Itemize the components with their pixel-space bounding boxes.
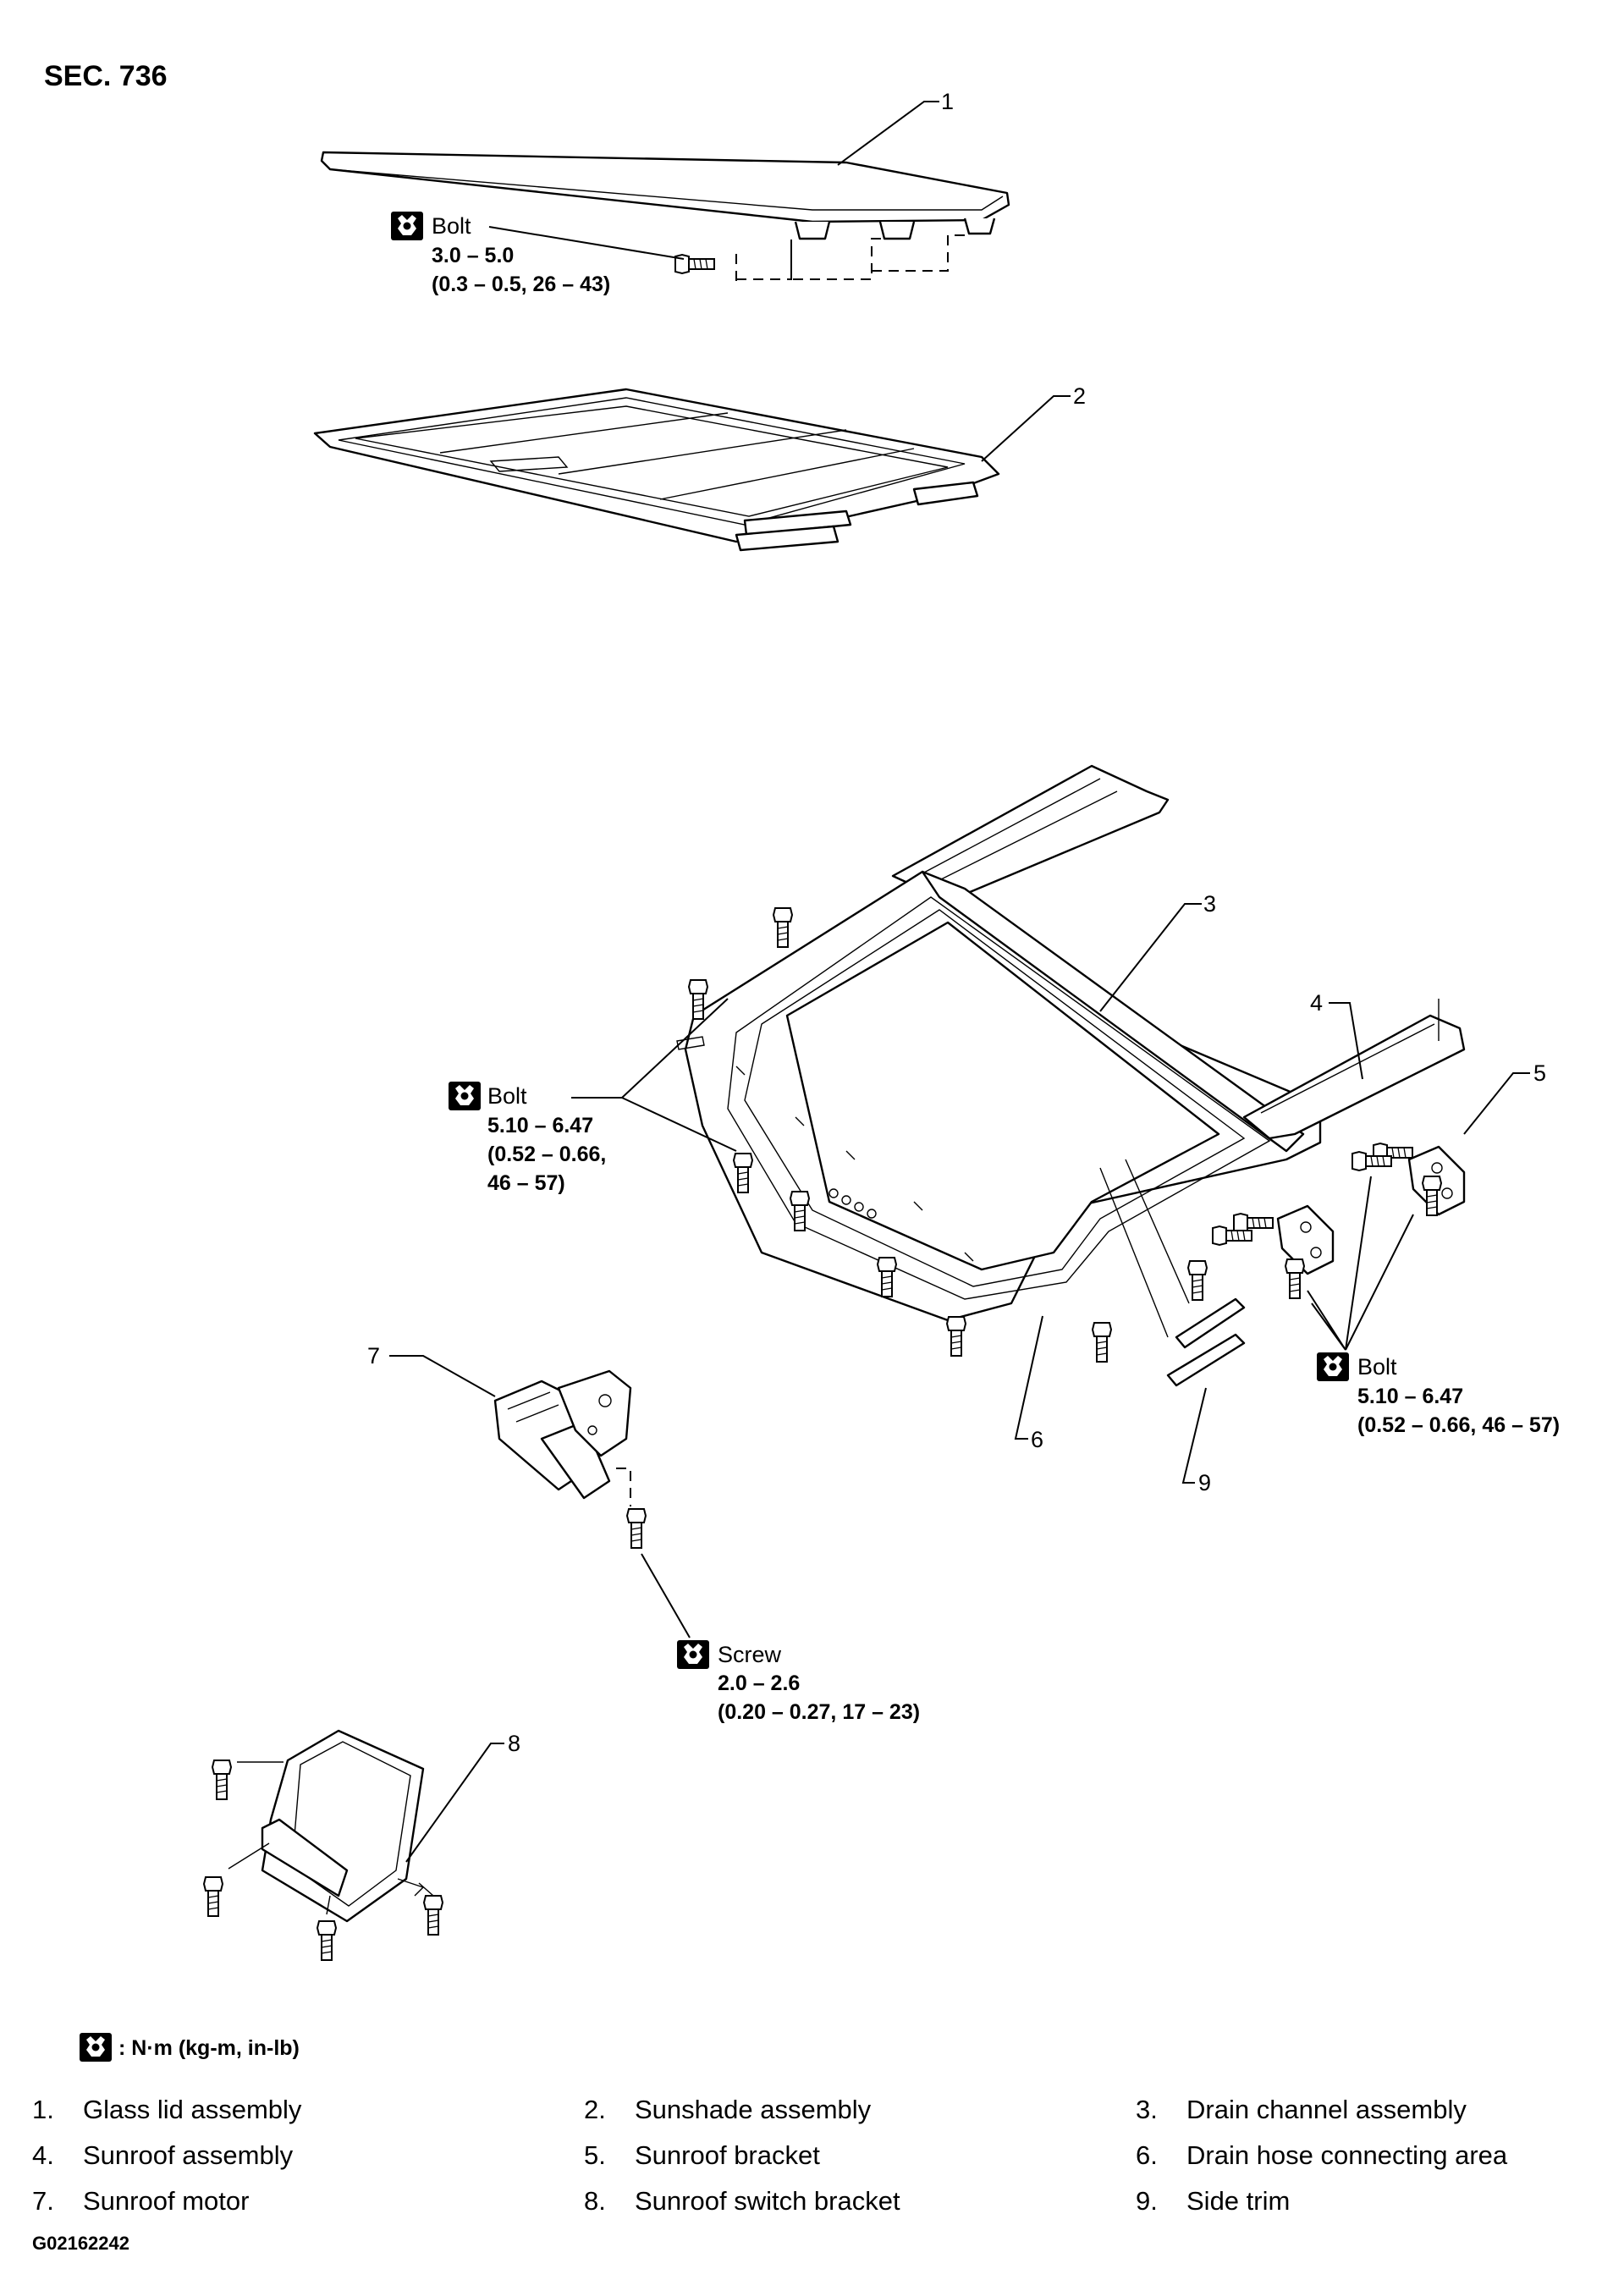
legend-num: 9.: [1136, 2186, 1158, 2216]
units-note: : N·m (kg-m, in-lb): [118, 2036, 300, 2060]
glass-lid-bolt-torque-alt: (0.3 – 0.5, 26 – 43): [432, 273, 610, 296]
motor-screw-name: Screw: [718, 1642, 782, 1667]
image-id: G02162242: [32, 2233, 129, 2254]
callout-1: 1: [941, 89, 954, 114]
sunroof-motor: [493, 1369, 632, 1500]
legend-num: 6.: [1136, 2140, 1158, 2170]
torque-wrench-icon: [449, 1082, 481, 1110]
torque-wrench-icon: [1317, 1352, 1349, 1381]
callout-7: 7: [367, 1343, 380, 1369]
glass-lid-bolt-torque: 3.0 – 5.0: [432, 244, 514, 267]
torque-wrench-icon: [80, 2033, 112, 2062]
legend-num: 8.: [584, 2186, 606, 2216]
drain-channel-bolt-torque: 5.10 – 6.47: [487, 1114, 593, 1137]
legend-label: Sunroof motor: [83, 2186, 249, 2216]
legend-num: 7.: [32, 2186, 54, 2216]
callout-5: 5: [1533, 1060, 1546, 1086]
bolt-glass-lid: [674, 254, 715, 274]
legend-label: Side trim: [1186, 2186, 1290, 2216]
legend-label: Drain channel assembly: [1186, 2095, 1467, 2124]
legend-num: 2.: [584, 2095, 606, 2124]
callout-4: 4: [1310, 990, 1323, 1016]
legend-num: 1.: [32, 2095, 54, 2124]
bracket-bolt-name: Bolt: [1357, 1354, 1397, 1380]
callout-9: 9: [1198, 1470, 1211, 1495]
callout-6: 6: [1031, 1427, 1043, 1452]
torque-wrench-icon: [391, 212, 423, 240]
legend-label: Drain hose connecting area: [1186, 2140, 1508, 2170]
callout-3: 3: [1203, 891, 1216, 917]
legend-label: Sunshade assembly: [635, 2095, 872, 2124]
legend-num: 3.: [1136, 2095, 1158, 2124]
legend-label: Glass lid assembly: [83, 2095, 302, 2124]
bracket-bolt-torque-alt: (0.52 – 0.66, 46 – 57): [1357, 1413, 1560, 1437]
legend-num: 4.: [32, 2140, 54, 2170]
motor-screw-torque-alt: (0.20 – 0.27, 17 – 23): [718, 1700, 920, 1724]
torque-wrench-icon: [677, 1640, 709, 1669]
drain-channel-bolt-torque-alt2: 46 – 57): [487, 1171, 565, 1195]
bracket-bolt-torque: 5.10 – 6.47: [1357, 1385, 1463, 1408]
sunshade-assembly: [313, 388, 1000, 552]
callout-2: 2: [1073, 383, 1086, 409]
legend-label: Sunroof bracket: [635, 2140, 820, 2170]
glass-lid-assembly: [320, 151, 1010, 288]
callout-8: 8: [508, 1731, 520, 1756]
section-title: SEC. 736: [44, 60, 168, 92]
legend-label: Sunroof assembly: [83, 2140, 294, 2170]
drain-channel-bolt-torque-alt1: (0.52 – 0.66,: [487, 1143, 606, 1166]
drain-channel-bolt-name: Bolt: [487, 1083, 527, 1109]
glass-lid-bolt-name: Bolt: [432, 213, 471, 239]
side-trim: [1166, 1297, 1246, 1387]
motor-screw: [626, 1508, 647, 1549]
motor-screw-torque: 2.0 – 2.6: [718, 1671, 800, 1695]
legend-label: Sunroof switch bracket: [635, 2186, 900, 2216]
sunroof-switch-bracket: [261, 1729, 425, 1923]
parts-legend: 1. Glass lid assembly 2. Sunshade assemb…: [32, 2095, 1508, 2216]
legend-num: 5.: [584, 2140, 606, 2170]
sunroof-frame-assembly: [676, 764, 1466, 1322]
